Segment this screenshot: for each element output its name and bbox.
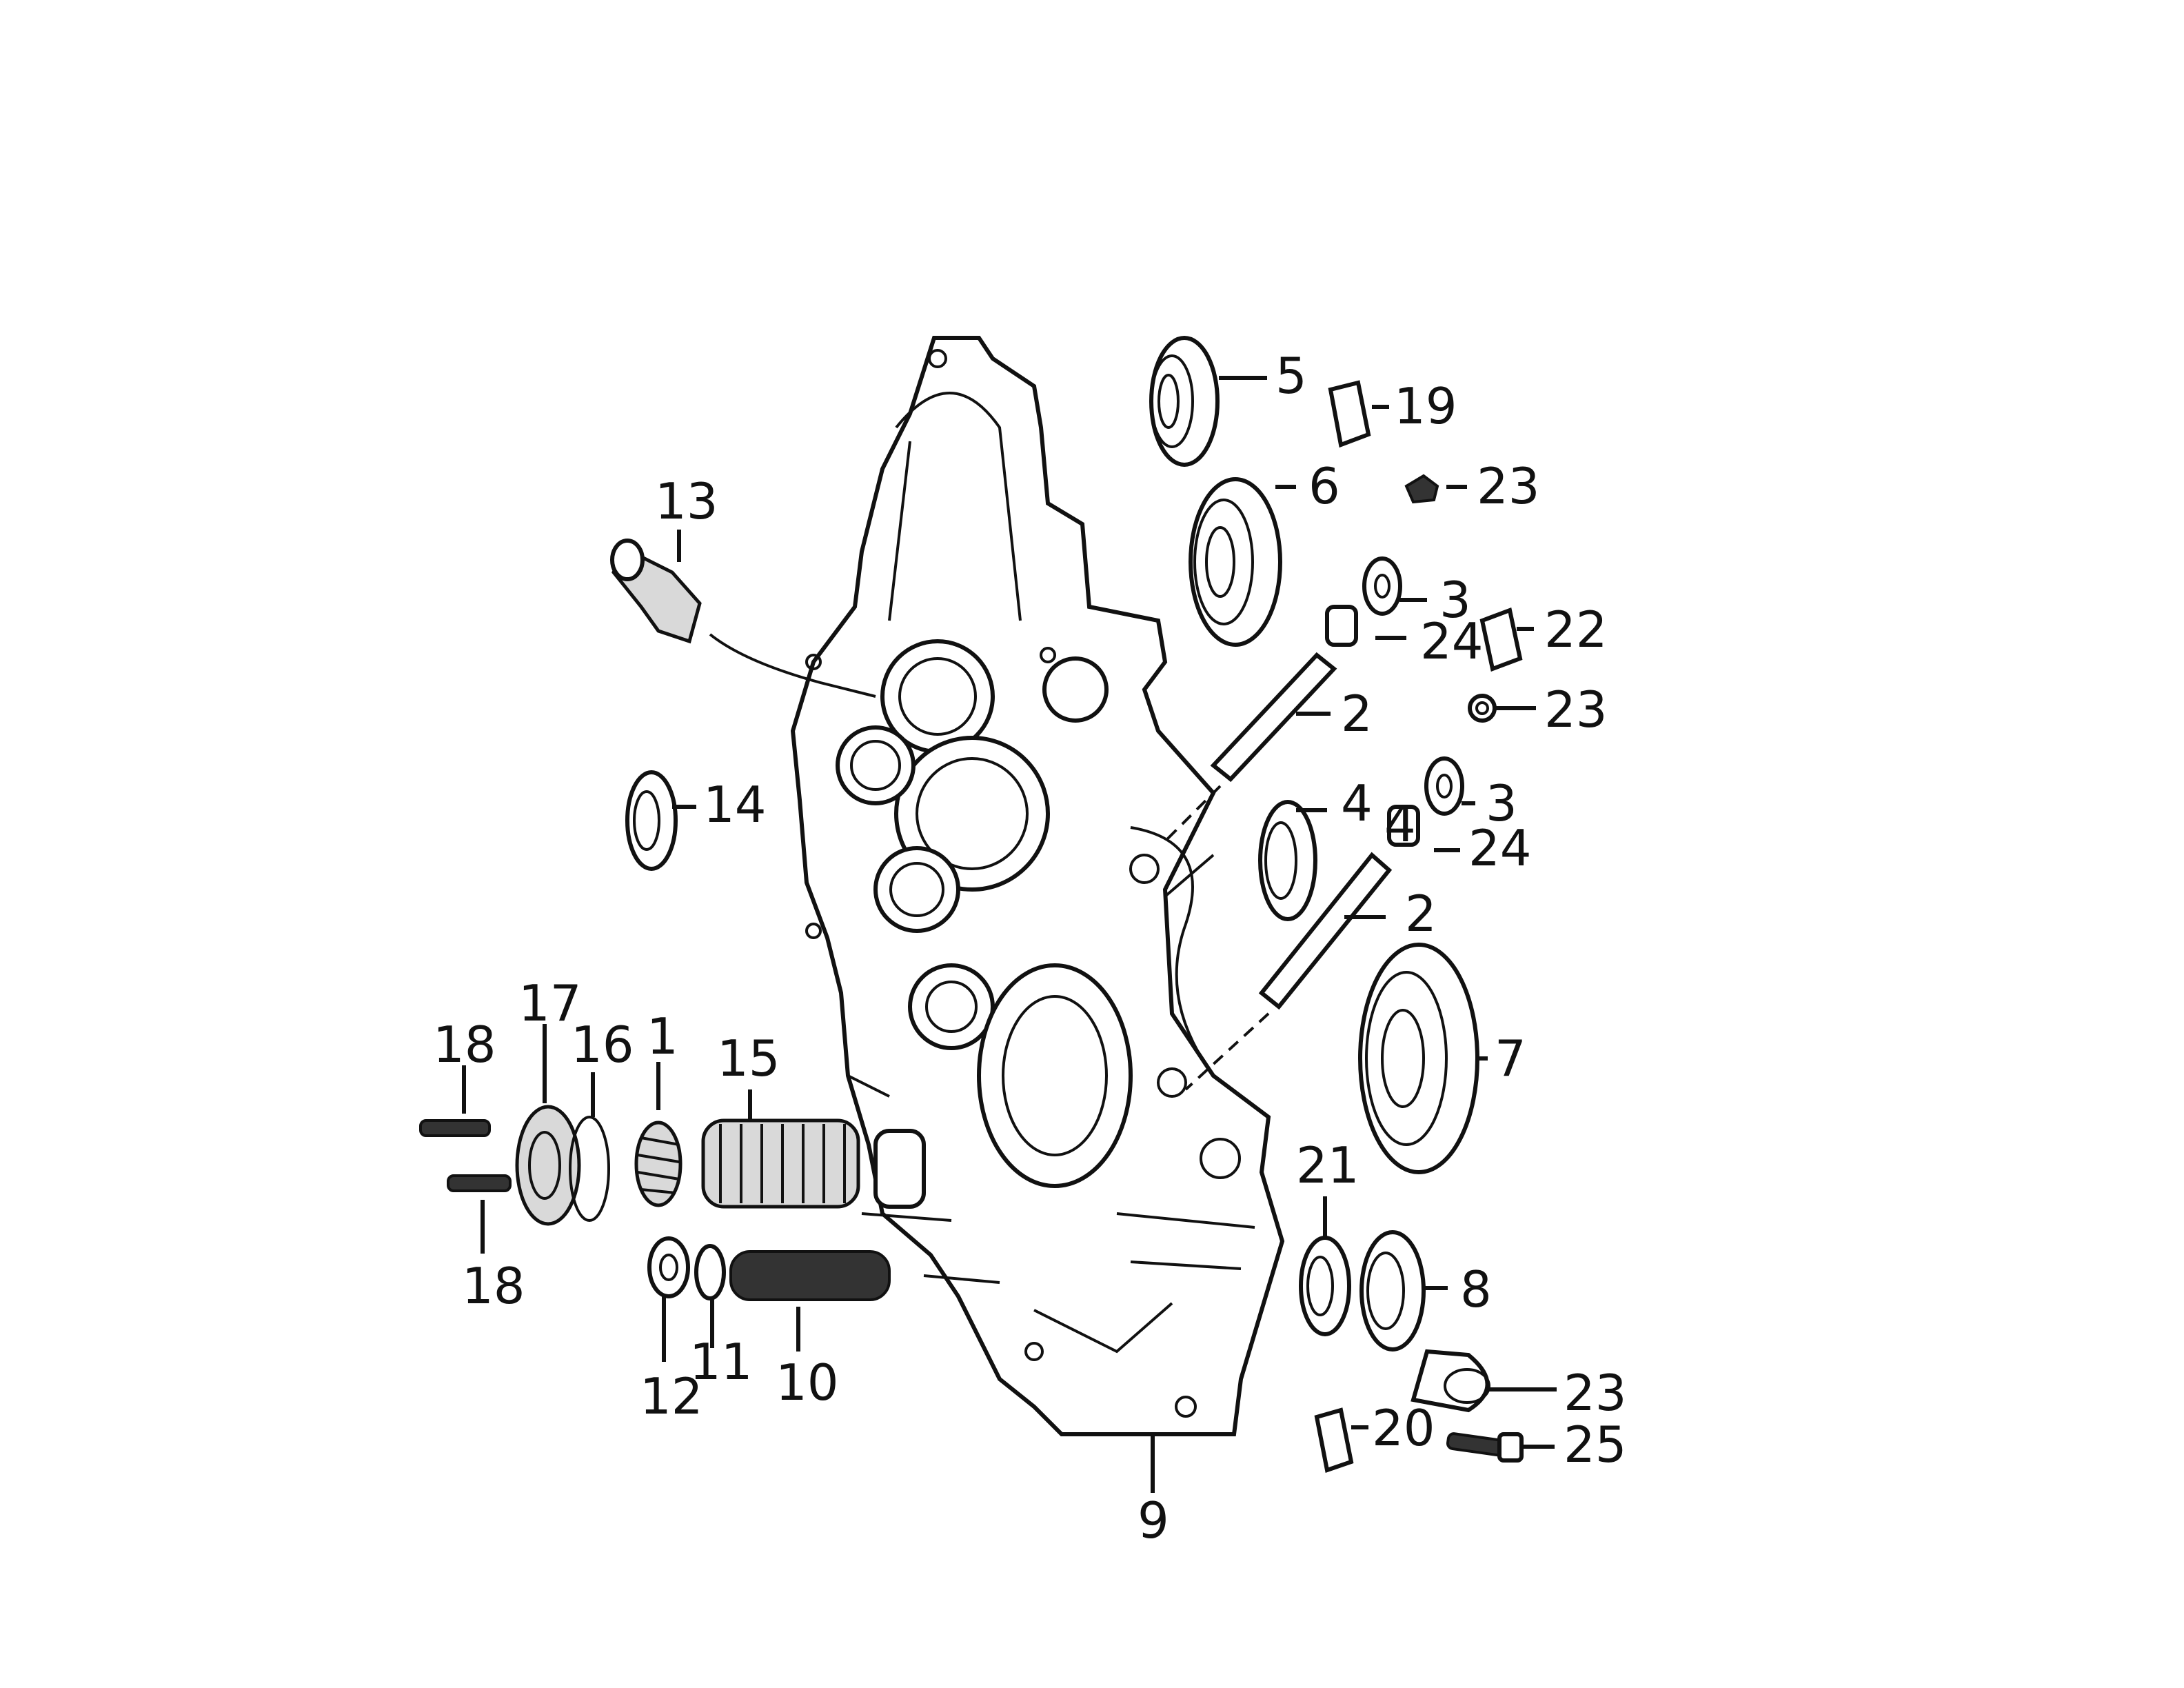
seal-14 [625, 770, 678, 871]
callout-25: 25 [1564, 1416, 1627, 1474]
callout-2-lower: 2 [1405, 885, 1437, 943]
bearing-5 [1149, 336, 1220, 467]
bolt-25 [1446, 1432, 1524, 1463]
callout-3-upper: 3 [1439, 571, 1471, 629]
callout-23-lower: 23 [1564, 1364, 1627, 1422]
washer-3-upper [1362, 556, 1402, 616]
callout-9: 9 [1138, 1491, 1169, 1549]
dowel-pin-2-lower [1184, 852, 1393, 1091]
bolt-18-lower [447, 1174, 512, 1192]
callout-18-upper: 18 [433, 1016, 496, 1074]
oil-filter-15 [701, 1118, 860, 1209]
seal-4-upper [1258, 800, 1317, 921]
nut-24-lower [1387, 805, 1420, 847]
callout-17: 17 [518, 974, 582, 1032]
clip-19-lower [1314, 1407, 1354, 1473]
callout-8: 8 [1460, 1260, 1492, 1318]
clip-19-upper [1328, 380, 1371, 448]
leader-lines [462, 376, 1557, 1493]
callout-19-lower: 20 [1372, 1399, 1435, 1457]
callout-5: 5 [1275, 347, 1307, 405]
bearing-6 [1189, 477, 1282, 647]
callout-15: 15 [717, 1029, 780, 1087]
filter-cap-17 [515, 1105, 581, 1226]
crankcase-half [790, 336, 1285, 1436]
plate-23-lower [1410, 1349, 1490, 1413]
callout-2-upper: 2 [1341, 685, 1373, 743]
washer-22 [1468, 694, 1497, 723]
nut-24-upper [1325, 605, 1358, 647]
callout-6: 6 [1308, 457, 1340, 515]
callout-labels: 5 19 6 23 3 22 24 2 23 4 3 4 24 2 7 21 8… [433, 347, 1627, 1549]
bearing-7 [1358, 943, 1479, 1174]
callout-1: 1 [647, 1007, 678, 1065]
callout-23-upper: 23 [1477, 457, 1540, 515]
dowel-pin-2-upper [1164, 652, 1337, 843]
callout-14: 14 [703, 776, 767, 834]
o-ring-11 [694, 1244, 726, 1300]
nut-23-upper [1404, 474, 1439, 504]
bolt-18-upper [419, 1119, 491, 1137]
clip-21 [1479, 607, 1523, 672]
callout-19-upper: 19 [1394, 377, 1457, 435]
o-ring-16 [569, 1116, 610, 1222]
callout-20: 21 [1296, 1136, 1359, 1194]
callout-21: 22 [1544, 601, 1608, 659]
callout-4-upper: 4 [1341, 774, 1373, 832]
sensor-13 [610, 539, 876, 698]
callout-24-upper: 24 [1420, 612, 1484, 670]
drain-plug-12 [647, 1236, 690, 1298]
callout-24-lower: 24 [1468, 819, 1532, 877]
callout-12: 12 [640, 1367, 703, 1425]
strainer-10 [729, 1250, 924, 1301]
seal-20 [1299, 1236, 1351, 1336]
washer-3-lower [1424, 756, 1464, 816]
seal-8 [1359, 1230, 1426, 1352]
callout-13: 13 [655, 472, 718, 530]
spring-filter-part [634, 1121, 682, 1207]
callout-11: 11 [689, 1333, 753, 1391]
callout-10: 10 [776, 1354, 839, 1411]
callout-18-lower: 18 [462, 1257, 525, 1315]
callout-22: 23 [1544, 681, 1608, 738]
callout-3-lower: 3 [1486, 774, 1517, 832]
callout-4-lower: 4 [1384, 795, 1416, 853]
callout-16: 16 [571, 1016, 634, 1074]
callout-7: 7 [1495, 1029, 1526, 1087]
